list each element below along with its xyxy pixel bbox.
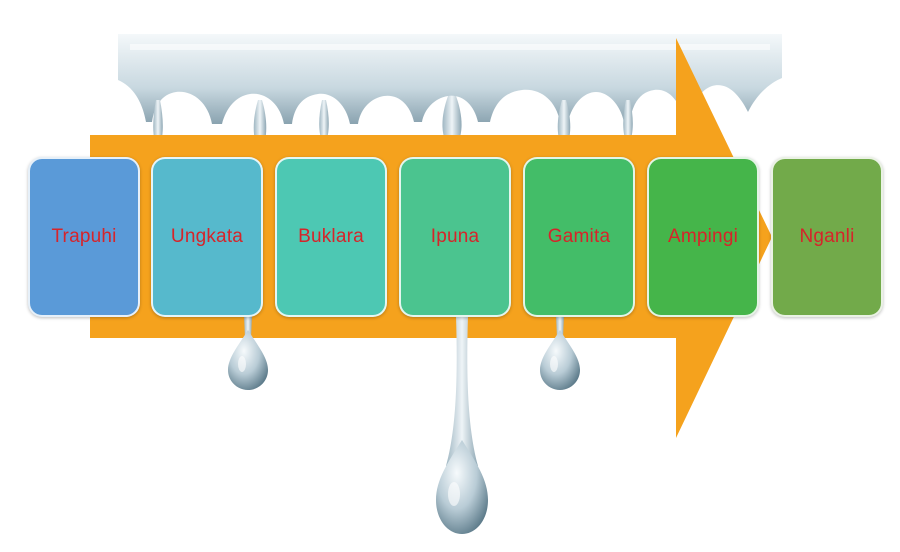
stage-box-6: Ampingi bbox=[647, 157, 759, 317]
water-surface-icon bbox=[118, 34, 782, 152]
stage-label-2: Ungkata bbox=[170, 226, 244, 247]
stage-box-4: Ipuna bbox=[399, 157, 511, 317]
stage-box-7: Nganli bbox=[771, 157, 883, 317]
stage-box-1: Trapuhi bbox=[28, 157, 140, 317]
water-drops-icon bbox=[228, 316, 580, 534]
stage-label-6: Ampingi bbox=[667, 226, 739, 247]
stage-label-5: Gamita bbox=[547, 226, 611, 247]
stage-box-2: Ungkata bbox=[151, 157, 263, 317]
stage-label-3: Buklara bbox=[298, 226, 364, 247]
stage-label-4: Ipuna bbox=[430, 226, 480, 247]
stage-box-3: Buklara bbox=[275, 157, 387, 317]
stage-box-5: Gamita bbox=[523, 157, 635, 317]
stage-label-1: Trapuhi bbox=[51, 226, 117, 247]
stage-label-7: Nganli bbox=[799, 226, 855, 247]
